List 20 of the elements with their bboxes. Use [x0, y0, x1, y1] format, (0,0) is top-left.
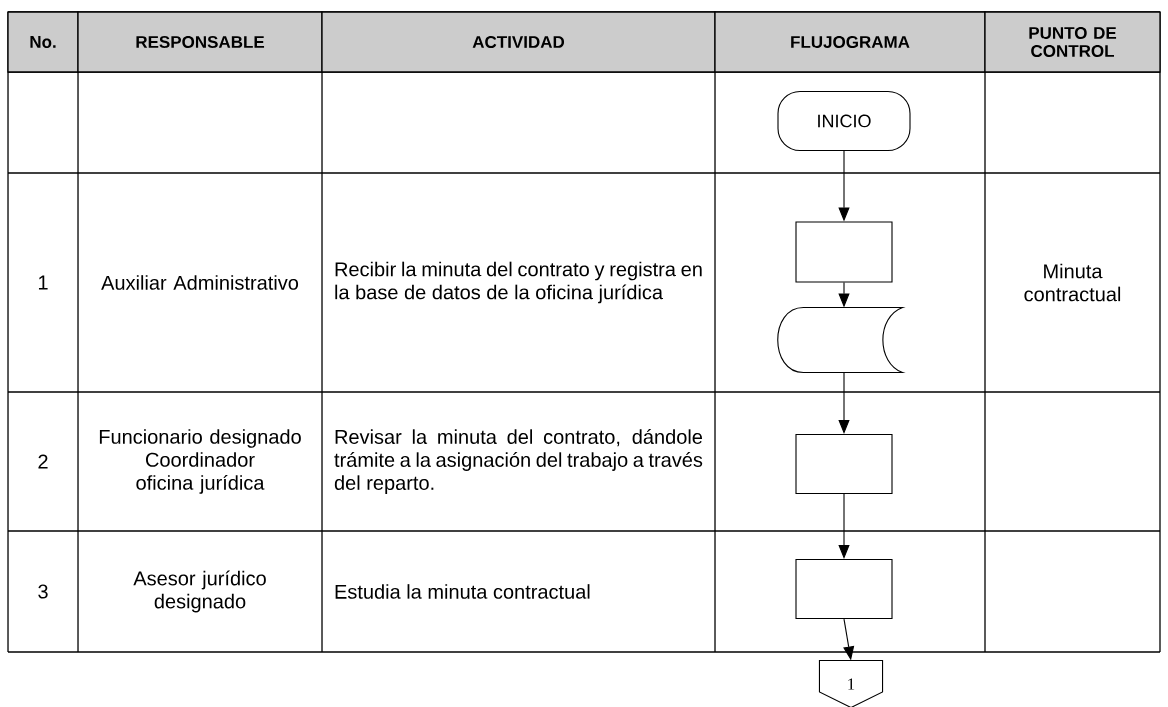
process-box	[795, 558, 893, 620]
header-cell: ACTIVIDAD	[321, 11, 716, 73]
header-cell: No.	[7, 11, 79, 73]
activity-text: Recibir la minuta del contrato y registra en la base de datos de la oficina jurídica	[335, 261, 702, 304]
step-number: 2	[38, 454, 48, 469]
activity-text: Revisar la minuta del contrato, dándole trámite a la asignación del trabajo a través del reparto.	[334, 429, 703, 494]
header-cell: PUNTO DE CONTROL	[984, 11, 1161, 73]
header-cell: FLUJOGRAMA	[714, 11, 986, 73]
start-terminal: INICIO	[777, 90, 911, 152]
process-box	[795, 221, 893, 283]
responsible-text: Funcionario designado Coordinador oficina jurídica	[99, 429, 301, 494]
activity-text: Estudia la minuta contractual	[335, 584, 590, 599]
step-number: 1	[38, 275, 48, 290]
responsible-text: Auxiliar Administrativo	[101, 275, 299, 290]
step-number: 3	[38, 584, 48, 599]
responsible-text: Asesor jurídico designado	[133, 570, 266, 613]
stored-data-symbol	[777, 306, 904, 374]
process-box	[795, 433, 893, 495]
control-point-text: Minuta contractual	[1024, 263, 1121, 302]
offpage-connector: 1	[818, 659, 884, 707]
